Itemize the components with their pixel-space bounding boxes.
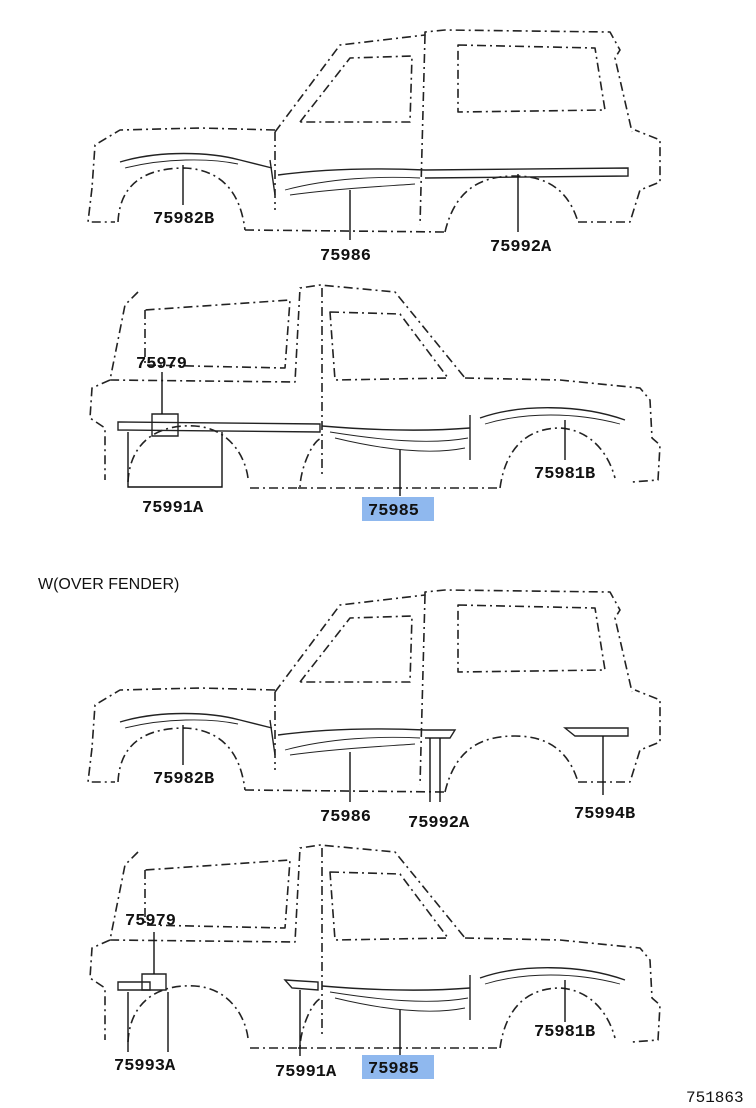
part-label[interactable]: 75979 <box>125 912 176 931</box>
view-3 <box>87 589 661 802</box>
section-label: W(OVER FENDER) <box>38 576 179 593</box>
part-label[interactable]: 75986 <box>320 808 371 827</box>
part-highlight-75985-upper <box>362 497 434 521</box>
part-label[interactable]: 75994B <box>574 805 635 824</box>
part-label[interactable]: 75992A <box>408 814 470 833</box>
part-label[interactable]: 75992A <box>490 238 552 257</box>
part-label[interactable]: 75991A <box>142 499 204 518</box>
part-highlight-75985-lower <box>362 1055 434 1079</box>
part-label-highlighted[interactable]: 75985 <box>368 502 419 521</box>
part-label[interactable]: 75991A <box>275 1063 337 1082</box>
view-2 <box>89 284 661 496</box>
part-label[interactable]: 75982B <box>153 210 214 229</box>
view-1 <box>87 29 661 240</box>
part-label[interactable]: 75981B <box>534 1023 595 1042</box>
part-label[interactable]: 75981B <box>534 465 595 484</box>
part-label[interactable]: 75993A <box>114 1057 176 1076</box>
part-label[interactable]: 75979 <box>136 355 187 374</box>
part-label[interactable]: 75986 <box>320 247 371 266</box>
view-4 <box>89 844 661 1056</box>
figure-number: 751863 <box>686 1089 744 1107</box>
part-label[interactable]: 75982B <box>153 770 214 789</box>
part-label-highlighted[interactable]: 75985 <box>368 1060 419 1079</box>
